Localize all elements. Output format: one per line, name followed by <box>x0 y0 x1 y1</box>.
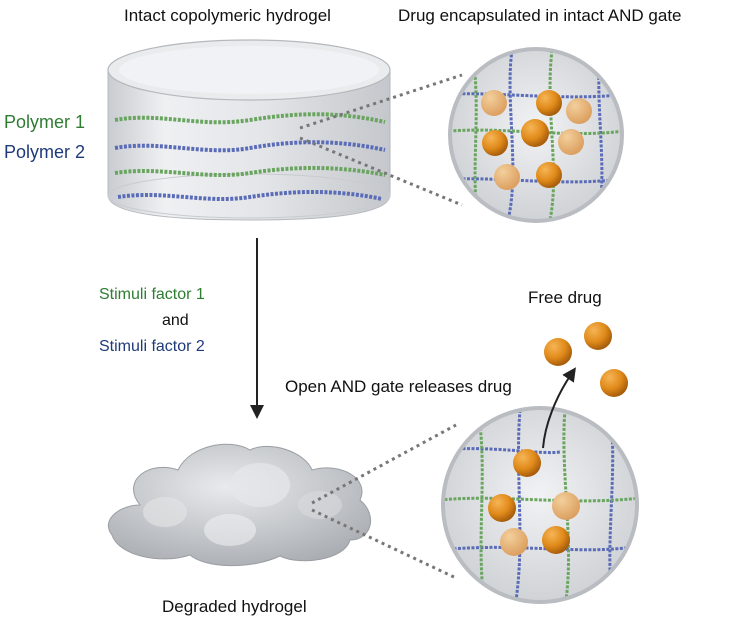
polymer-1-strand <box>114 112 386 125</box>
drug-particle <box>536 90 562 116</box>
polymer-2-label: Polymer 2 <box>4 142 86 162</box>
free-drug-particle <box>544 338 572 366</box>
and-label: and <box>162 312 189 329</box>
free-drug-particle <box>600 369 628 397</box>
polymer-2-strand <box>117 190 383 201</box>
open-gate-label: Open AND gate releases drug <box>285 377 512 396</box>
drug-particle <box>536 162 562 188</box>
drug-particle <box>500 528 528 556</box>
free-drug-particle <box>584 322 612 350</box>
polymer-1-label: Polymer 1 <box>4 112 86 132</box>
drug-particle <box>552 492 580 520</box>
stimuli-factor-2-label: Stimuli factor 2 <box>99 338 205 355</box>
stimuli-factor-1-label: Stimuli factor 1 <box>99 286 205 303</box>
drug-particle <box>488 494 516 522</box>
drug-particle <box>521 119 549 147</box>
free-drug-label: Free drug <box>528 288 602 307</box>
drug-particle <box>494 164 520 190</box>
polymer-2-strand <box>114 140 386 153</box>
intact-and-gate-zoom <box>448 47 624 223</box>
drug-encapsulated-label: Drug encapsulated in intact AND gate <box>398 6 682 25</box>
degraded-hydrogel-label: Degraded hydrogel <box>162 597 307 616</box>
degraded-hydrogel-blob <box>107 443 371 567</box>
drug-particle <box>558 129 584 155</box>
release-arrow <box>542 367 576 449</box>
intact-hydrogel-label: Intact copolymeric hydrogel <box>124 6 331 25</box>
polymer-1-strand <box>114 166 386 177</box>
drug-particle <box>481 90 507 116</box>
drug-particle <box>513 449 541 477</box>
open-and-gate-zoom <box>441 406 639 604</box>
drug-particle <box>542 526 570 554</box>
intact-hydrogel-cylinder <box>107 39 391 221</box>
drug-particle <box>566 98 592 124</box>
drug-particle <box>482 130 508 156</box>
